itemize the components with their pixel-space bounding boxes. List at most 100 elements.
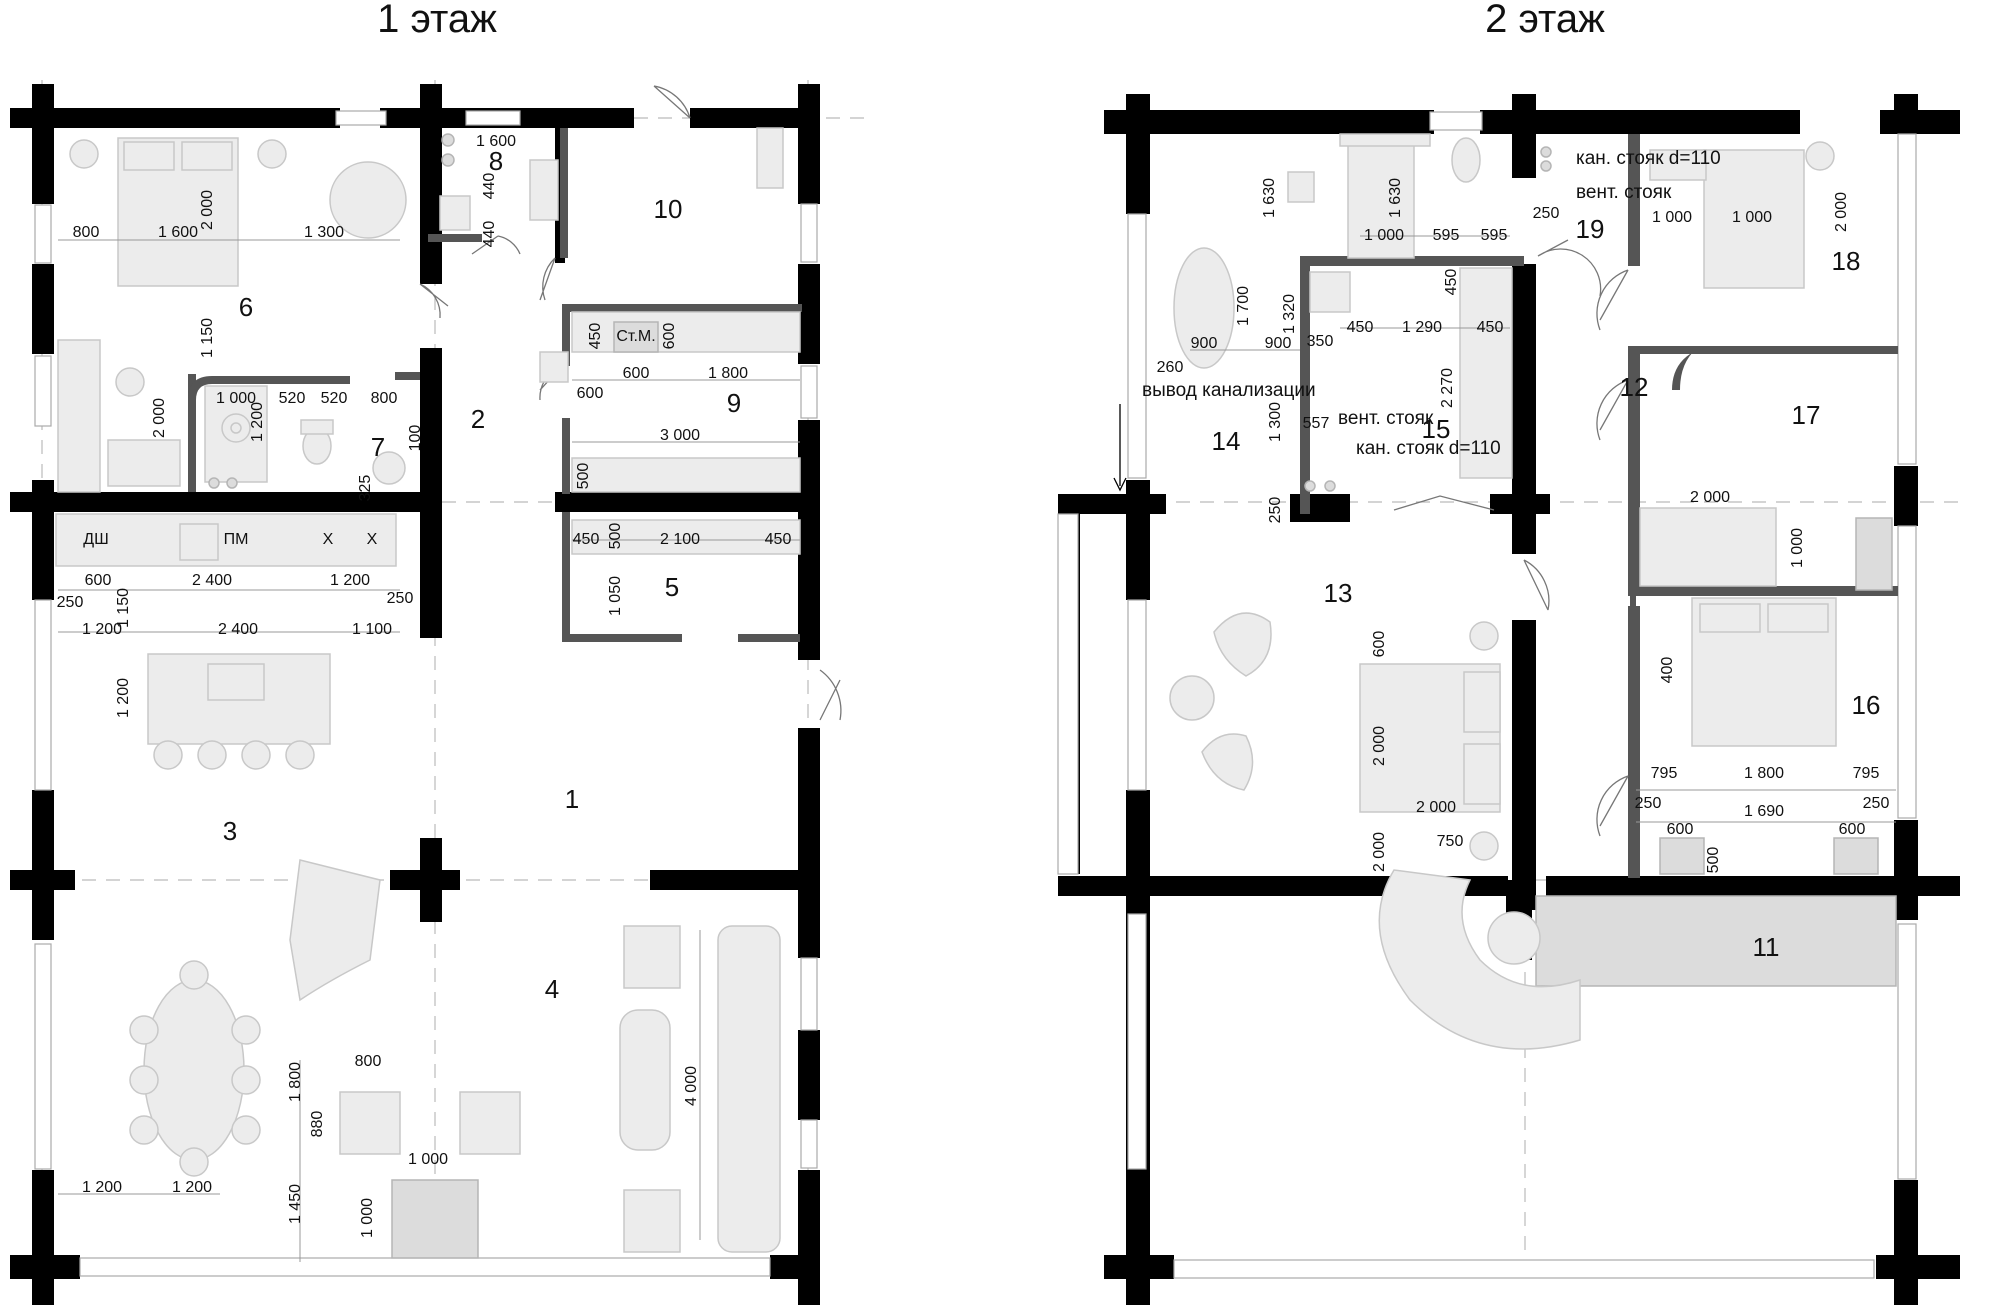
- dim: 1 200: [330, 572, 370, 589]
- room-number: 18: [1832, 246, 1861, 276]
- dim: 800: [73, 224, 100, 241]
- dim: 600: [623, 365, 650, 382]
- dim: 1 630: [1387, 178, 1404, 218]
- dim: 1 290: [1402, 319, 1442, 336]
- dim: 2 000: [199, 190, 216, 230]
- floor2-inner-walls: [1300, 134, 1898, 878]
- dim: 1 200: [115, 678, 132, 718]
- dim: 2 100: [660, 531, 700, 548]
- room-number: 4: [545, 974, 559, 1004]
- floor2-bedroom-furniture: [1639, 141, 1893, 875]
- dim: 1 200: [172, 1179, 212, 1196]
- floor1-title: 1 этаж: [377, 0, 497, 41]
- floor1-utility-furniture: [539, 311, 801, 555]
- floor2-master-furniture: [1169, 612, 1897, 987]
- dim: 1 000: [216, 390, 256, 407]
- floor2-doors: [1393, 239, 1629, 837]
- dim: 900: [1265, 335, 1292, 352]
- dim: 250: [1267, 497, 1284, 524]
- floor1-outer-walls: [10, 84, 820, 1305]
- dim: 440: [481, 221, 498, 248]
- floor1-dimension-labels: 1 600 800 1 600 1 300 2 000 440 440 1 15…: [57, 133, 792, 1238]
- dim: 795: [1853, 765, 1880, 782]
- dim: 2 270: [1439, 368, 1456, 408]
- dim: 1 200: [249, 402, 266, 442]
- room-number: 7: [371, 432, 385, 462]
- floor1-dimension-lines: [58, 239, 800, 1262]
- dim: 4 000: [683, 1066, 700, 1106]
- floor1-room-numbers: 1 2 3 4 5 6 7 8 9 10: [223, 146, 741, 1004]
- dim: 1 630: [1261, 178, 1278, 218]
- dim: 250: [57, 594, 84, 611]
- dim: 1 450: [287, 1184, 304, 1224]
- dim: 750: [1437, 833, 1464, 850]
- dim: 440: [481, 173, 498, 200]
- room-number: 6: [239, 292, 253, 322]
- dim: 400: [1659, 657, 1676, 684]
- dim: 1 200: [82, 621, 122, 638]
- dim: 600: [577, 385, 604, 402]
- dim: 595: [1433, 227, 1460, 244]
- fridge-label: Х: [367, 531, 378, 548]
- dim: 900: [1191, 335, 1218, 352]
- floor1-bedroom-furniture: [57, 137, 407, 493]
- dim: 450: [765, 531, 792, 548]
- floor2-notes: кан. стояк d=110 вент. стояк вывод канал…: [1113, 148, 1721, 492]
- floor1-inner-walls: [188, 128, 802, 642]
- floor1-plan: 1 этаж: [10, 0, 870, 1305]
- floor1-bath-fixtures: [204, 127, 784, 489]
- room-number: 10: [654, 194, 683, 224]
- riser-note: кан. стояк d=110: [1356, 438, 1501, 459]
- dim: 1 300: [304, 224, 344, 241]
- dim: 1 000: [1789, 528, 1806, 568]
- dim: 600: [85, 572, 112, 589]
- dim: 350: [1307, 333, 1334, 350]
- dim: 2 400: [192, 572, 232, 589]
- vent-riser-note: вент. стояк: [1338, 408, 1434, 429]
- dim: 250: [1863, 795, 1890, 812]
- dim: 250: [1635, 795, 1662, 812]
- vent-riser-note: вент. стояк: [1576, 182, 1672, 203]
- dim: 2 400: [218, 621, 258, 638]
- dim: 1 000: [1364, 227, 1404, 244]
- floor1-doors: [419, 85, 842, 721]
- dim: 520: [321, 390, 348, 407]
- floor1-fixture-labels: ДШ ПМ Х Х Ст.М.: [83, 328, 655, 548]
- dim: 1 800: [1744, 765, 1784, 782]
- dim: 1 150: [115, 588, 132, 628]
- floor1-living-furniture: [129, 859, 781, 1259]
- dim: 2 000: [1371, 832, 1388, 872]
- dim: 520: [279, 390, 306, 407]
- dim: 1 800: [708, 365, 748, 382]
- dim: 795: [1651, 765, 1678, 782]
- floor2-stair: [1378, 869, 1581, 1050]
- dim: 1 000: [359, 1198, 376, 1238]
- floor2-title: 2 этаж: [1485, 0, 1605, 41]
- dim: 450: [1477, 319, 1504, 336]
- dim: 250: [1533, 205, 1560, 222]
- dim: 1 600: [158, 224, 198, 241]
- dim: 1 000: [1652, 209, 1692, 226]
- dim: 1 000: [1732, 209, 1772, 226]
- dishwasher-label: ПМ: [224, 531, 249, 548]
- room-number: 5: [665, 572, 679, 602]
- dim: 595: [1481, 227, 1508, 244]
- dim: 800: [371, 390, 398, 407]
- dim: 2 000: [1416, 799, 1456, 816]
- floor1-kitchen: [55, 513, 397, 770]
- dim: 1 000: [408, 1151, 448, 1168]
- dim: 1 050: [607, 576, 624, 616]
- dim: 1 150: [199, 318, 216, 358]
- room-number: 12: [1620, 372, 1649, 402]
- dim: 1 600: [476, 133, 516, 150]
- dim: 800: [355, 1053, 382, 1070]
- dim: 557: [1303, 415, 1330, 432]
- dim: 500: [575, 463, 592, 490]
- fridge-label: Х: [323, 531, 334, 548]
- washer-label: Ст.М.: [616, 328, 655, 345]
- dim: 600: [1667, 821, 1694, 838]
- room-number: 16: [1852, 690, 1881, 720]
- riser-note: кан. стояк d=110: [1576, 148, 1721, 169]
- dim: 1 700: [1235, 286, 1252, 326]
- room-number: 1: [565, 784, 579, 814]
